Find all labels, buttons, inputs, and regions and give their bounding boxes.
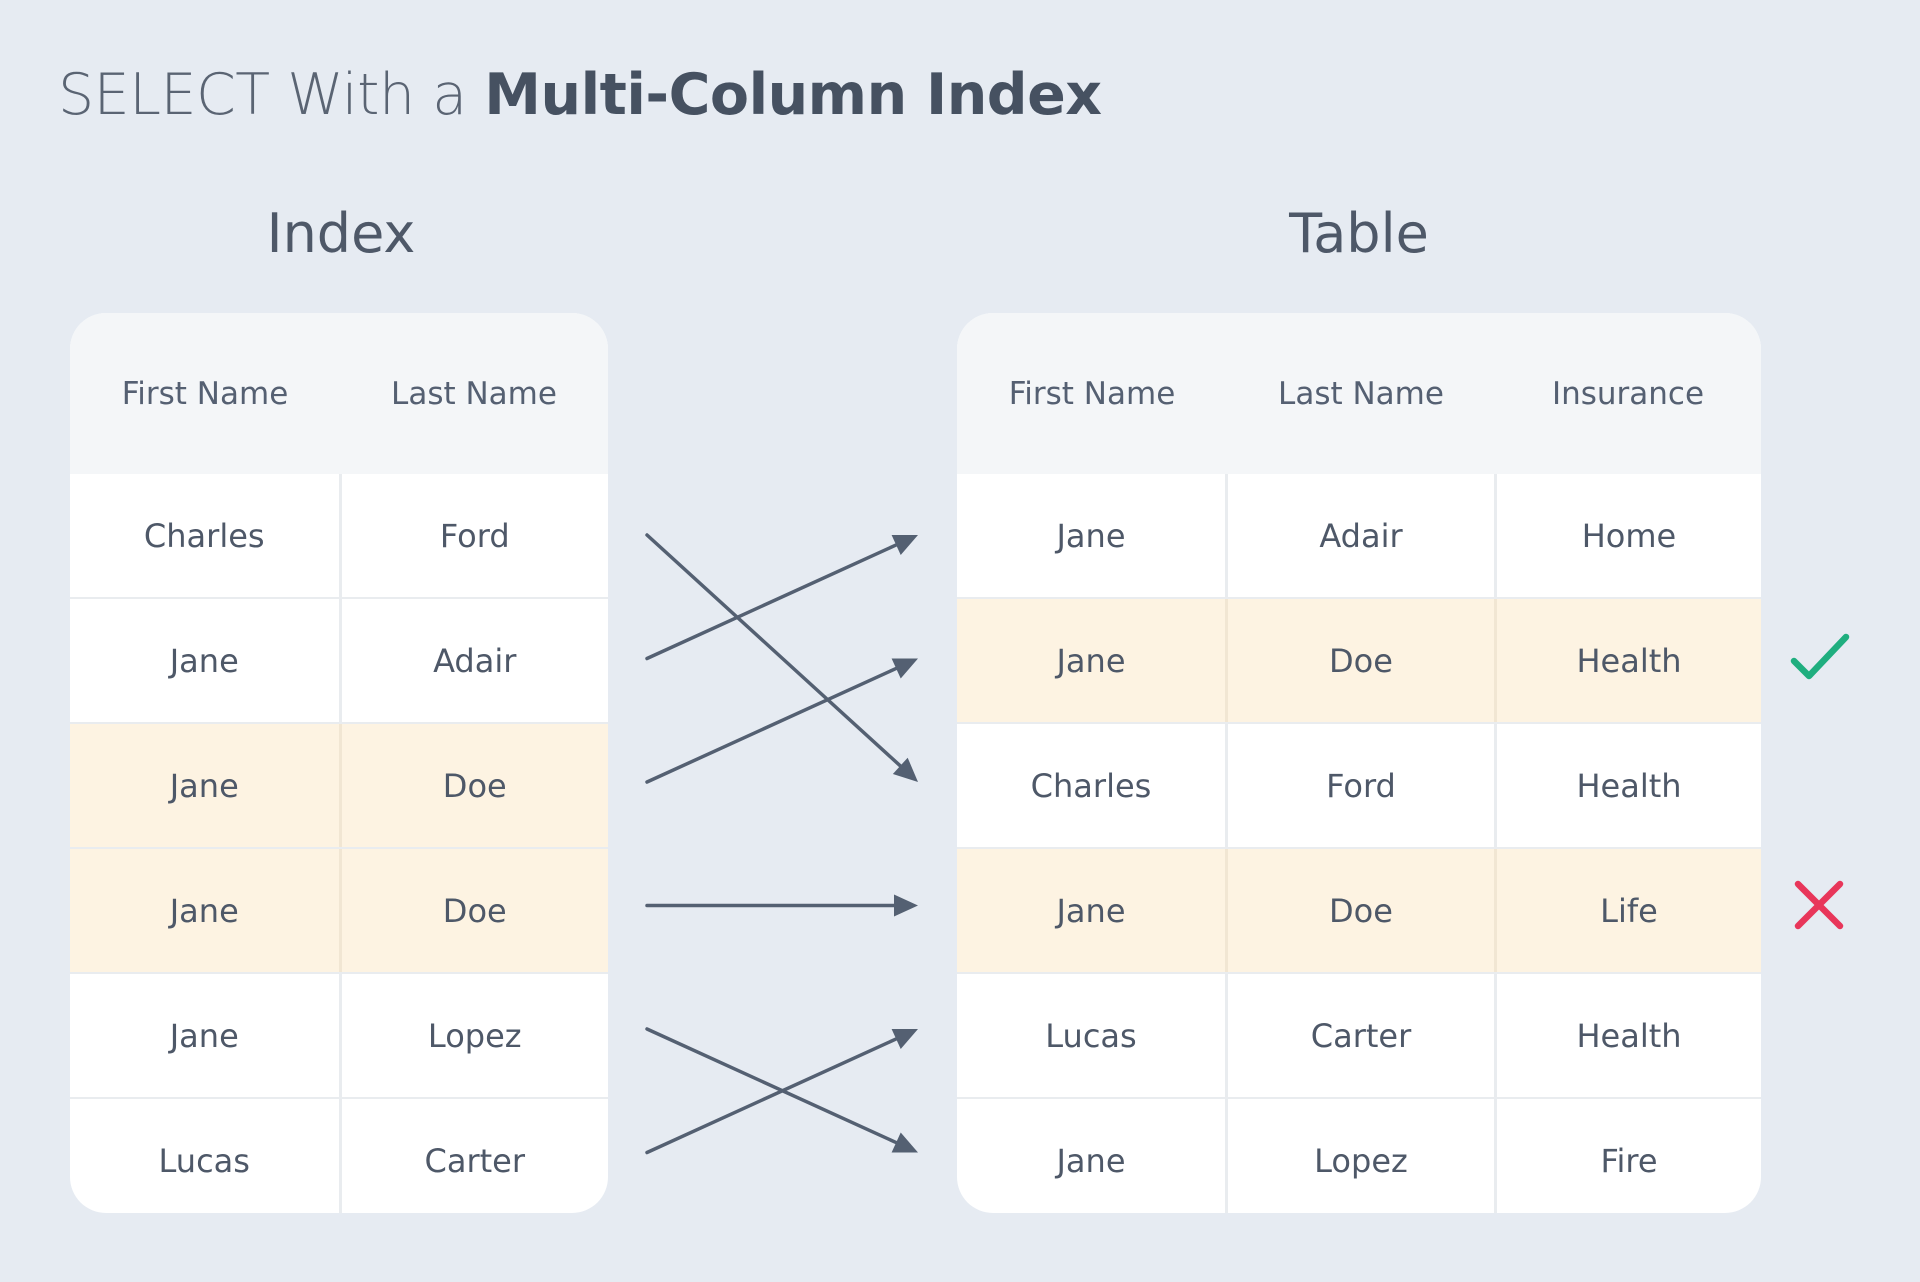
table-cell-last-name: Doe (1224, 849, 1494, 972)
table-cell-insurance: Home (1493, 474, 1761, 597)
index-row: Jane Adair (70, 597, 608, 722)
table-cell-insurance: Health (1493, 724, 1761, 847)
arrow-head (891, 1132, 918, 1153)
table-cell-first-name: Jane (1056, 1141, 1126, 1180)
index-cell-first-name: Jane (169, 766, 239, 805)
mapping-arrow (645, 533, 903, 768)
page-title: SELECT With a Multi-Column Index (58, 62, 1102, 128)
index-cell-first-name: Jane (169, 1016, 239, 1055)
arrow-head (892, 757, 918, 782)
check-icon (1790, 629, 1850, 693)
index-col-first-name: First Name (121, 375, 289, 412)
index-row: Lucas Carter (70, 1097, 608, 1213)
table-cell-last-name: Doe (1224, 599, 1494, 722)
mapping-arrow (645, 1037, 898, 1155)
table-cell-first-name: Lucas (1045, 1016, 1137, 1055)
index-cell-last-name: Lopez (338, 974, 609, 1097)
mapping-arrow (645, 543, 898, 661)
index-cell-first-name: Charles (143, 516, 265, 555)
cross-icon (1790, 876, 1850, 940)
table-cell-last-name: Ford (1224, 724, 1494, 847)
index-cell-last-name: Ford (338, 474, 609, 597)
index-cell-last-name: Adair (338, 599, 609, 722)
index-row: Jane Doe (70, 722, 608, 847)
index-cell-first-name: Jane (169, 641, 239, 680)
title-bold: Multi-Column Index (484, 62, 1102, 128)
index-cell-first-name: Jane (169, 891, 239, 930)
table-cell-last-name: Adair (1224, 474, 1494, 597)
index-cell-last-name: Doe (338, 724, 609, 847)
table-cell-first-name: Charles (1030, 766, 1152, 805)
index-row: Charles Ford (70, 474, 608, 597)
table-heading: Table (1289, 202, 1429, 265)
index-row: Jane Lopez (70, 972, 608, 1097)
table-header: First Name Last Name Insurance (957, 313, 1761, 474)
index-cell-last-name: Doe (338, 849, 609, 972)
title-prefix: SELECT With a (58, 62, 485, 128)
table-cell-insurance: Health (1493, 599, 1761, 722)
index-cell-last-name: Carter (338, 1099, 609, 1213)
mapping-arrow (645, 1027, 898, 1145)
table-cell-first-name: Jane (1056, 891, 1126, 930)
table-col-insurance: Insurance (1551, 375, 1705, 412)
table-cell-insurance: Health (1493, 974, 1761, 1097)
arrow-head (894, 894, 918, 917)
index-heading: Index (266, 202, 416, 265)
table-col-last-name: Last Name (1278, 375, 1444, 412)
table-cell-last-name: Lopez (1224, 1099, 1494, 1213)
table-cell-insurance: Fire (1493, 1099, 1761, 1213)
arrow-head (891, 658, 918, 679)
arrow-head (891, 534, 918, 555)
index-col-last-name: Last Name (391, 375, 557, 412)
table-col-first-name: First Name (1008, 375, 1176, 412)
index-header: First Name Last Name (70, 313, 608, 474)
arrow-head (891, 1028, 918, 1049)
index-cell-first-name: Lucas (158, 1141, 250, 1180)
table-cell-insurance: Life (1493, 849, 1761, 972)
table-cell-first-name: Jane (1056, 641, 1126, 680)
index-row: Jane Doe (70, 847, 608, 972)
table-cell-first-name: Jane (1056, 516, 1126, 555)
mapping-arrow (645, 666, 898, 784)
table-cell-last-name: Carter (1224, 974, 1494, 1097)
table-card: First Name Last Name Insurance Jane Adair… (957, 313, 1761, 1213)
